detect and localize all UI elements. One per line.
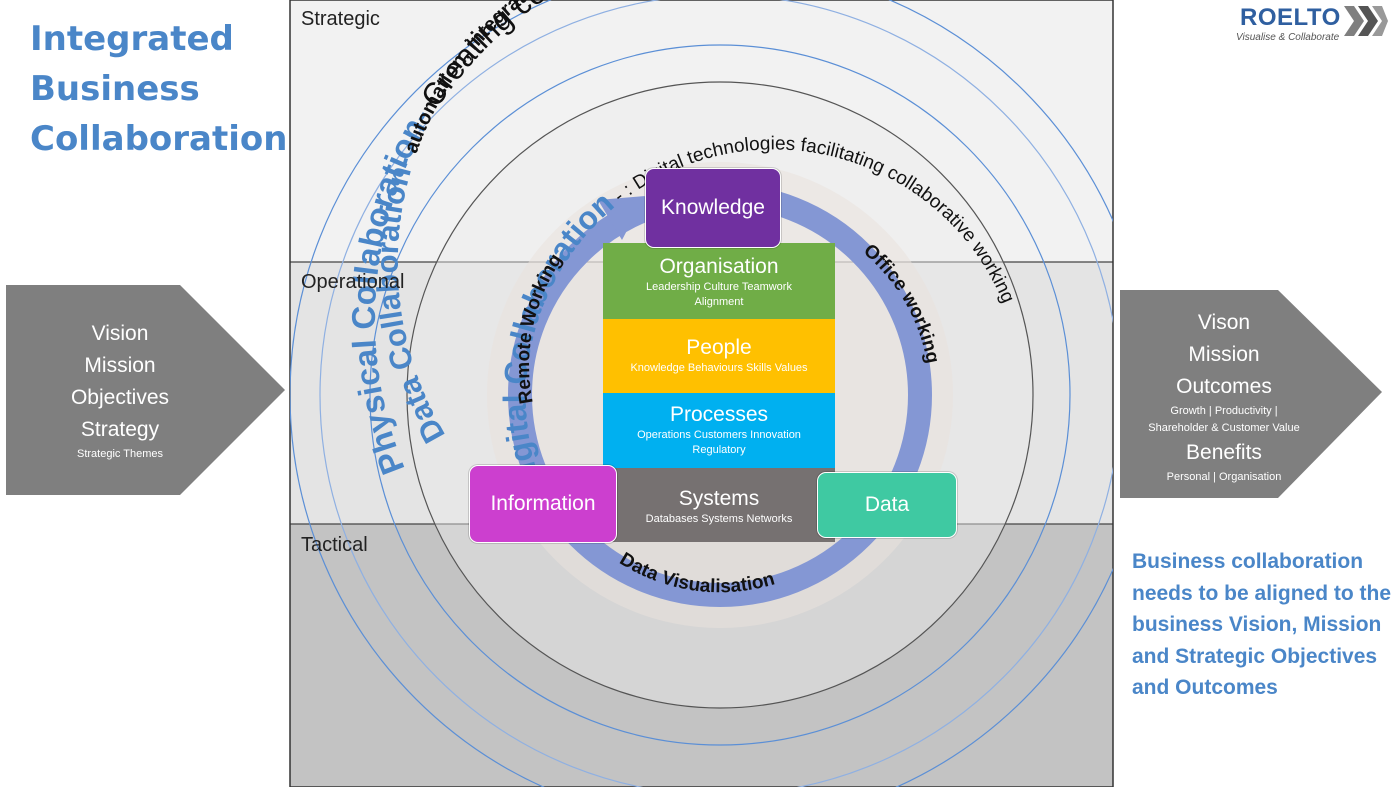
left-strategic-themes: Strategic Themes (76, 448, 163, 460)
data-label: Data (864, 493, 910, 516)
data-box: Data (817, 472, 957, 538)
knowledge-box: Knowledge (645, 168, 781, 248)
tier-label-strategic: Strategic (301, 8, 380, 30)
roelto-logo: ROELTO Visualise & Collaborate (1236, 4, 1388, 44)
page-title: Integrated Business Collaboration (30, 19, 288, 159)
tier-label-operational: Operational (301, 271, 405, 293)
physical-circle (319, 0, 1113, 787)
information-box: Information (469, 465, 617, 543)
chevron-logo-icon (1344, 6, 1388, 36)
data-circle (369, 44, 1071, 746)
knowledge-label: Knowledge (661, 196, 765, 219)
systems-title: Systems (678, 487, 760, 510)
left-objectives: Objectives (70, 386, 170, 409)
right-outcomes: Outcomes (1176, 375, 1272, 398)
left-mission: Mission (84, 354, 156, 377)
processes-title: Processes (669, 403, 769, 426)
people-sub: Knowledge Behaviours Skills Values (630, 362, 808, 374)
left-arrow-text: Vision Mission Objectives Strategy Strat… (20, 318, 220, 463)
people-block: People Knowledge Behaviours Skills Value… (603, 319, 835, 393)
logo-tagline: Visualise & Collaborate (1236, 32, 1340, 43)
organisation-sub: Leadership Culture Teamwork Alignment (646, 281, 792, 308)
right-benefits-sub: Personal | Organisation (1166, 471, 1282, 483)
right-outcomes-sub1: Growth | Productivity | (1170, 405, 1278, 417)
systems-sub: Databases Systems Networks (645, 513, 793, 525)
right-benefits: Benefits (1186, 441, 1262, 464)
logo-word: ROELTO (1240, 4, 1341, 31)
cycle-arrowhead-icon (598, 196, 645, 240)
left-vision: Vision (91, 322, 149, 345)
left-arrow-shape (6, 285, 285, 495)
right-mission: Mission (1188, 343, 1260, 366)
right-outcomes-sub2: Shareholder & Customer Value (1148, 422, 1300, 434)
alignment-note: Business collaboration needs to be align… (1132, 550, 1392, 699)
left-strategy: Strategy (80, 418, 160, 441)
people-title: People (686, 336, 752, 359)
systems-block: Systems Databases Systems Networks (603, 468, 835, 542)
right-vison: Vison (1197, 311, 1251, 334)
organisation-title: Organisation (659, 255, 779, 278)
processes-block: Processes Operations Customers Innovatio… (603, 393, 835, 468)
right-arrow-text: Vison Mission Outcomes Growth | Producti… (1130, 307, 1318, 486)
organisation-block: Organisation Leadership Culture Teamwork… (603, 243, 835, 319)
right-arrow-shape (1120, 290, 1382, 498)
processes-sub: Operations Customers Innovation Regulato… (637, 429, 801, 456)
information-label: Information (490, 492, 596, 515)
tier-label-tactical: Tactical (301, 534, 368, 556)
